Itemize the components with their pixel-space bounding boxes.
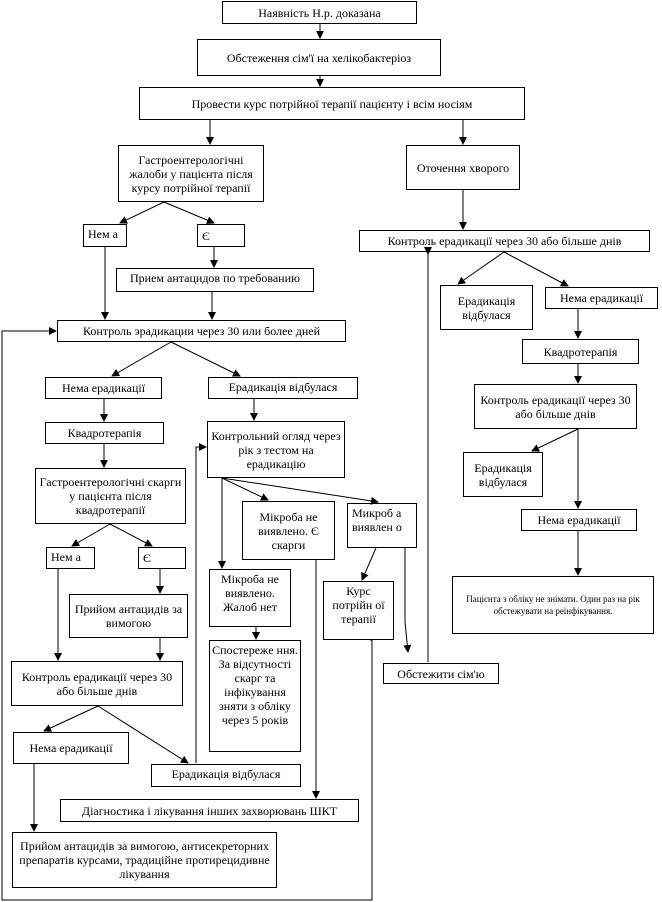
node-gi-complaints-after-triple: Гастроентерологічні жалоби у пацієнта пі… xyxy=(118,145,264,202)
node-no-eradication-right-2: Нема ерадикації xyxy=(521,509,637,531)
edge xyxy=(119,201,165,224)
node-maintenance-treatment: Прийом антацидів за вимогою, антисекрето… xyxy=(12,832,277,888)
node-eradication-done-mid: Ерадикація відбулася xyxy=(208,377,358,399)
node-no-eradication-left: Нема ерадикації xyxy=(45,377,162,399)
node-eradication-control-ru: Контроль эрадикации через 30 или более д… xyxy=(57,320,346,342)
edge xyxy=(43,705,99,732)
node-other-gi-diseases: Діагностика і лікування інших захворюван… xyxy=(60,799,359,822)
node-quadrotherapy-right: Квадротерапія xyxy=(522,339,639,364)
node-no-eradication-left-2: Нема ерадикації xyxy=(13,732,129,764)
edge xyxy=(163,201,215,224)
node-no-1: Нем а xyxy=(83,224,127,247)
node-yes-1: Є xyxy=(197,224,245,247)
node-microbe-found: Микроб а виявлен о xyxy=(347,503,417,548)
node-quadrotherapy-left: Квадротерапія xyxy=(45,422,164,444)
node-eradication-done-right: Ерадикація відбулася xyxy=(440,285,533,330)
node-examine-family: Обстежити сім'ю xyxy=(383,663,499,684)
edge xyxy=(403,548,412,653)
node-gi-complaints-after-quadro: Гастроентерологічні скарги у пацієнта пі… xyxy=(35,468,186,524)
node-no-microbe-complaints: Мікроба не виявлено. Є скарги xyxy=(242,501,335,560)
edge xyxy=(503,251,569,287)
edge xyxy=(361,547,377,581)
node-patient-surroundings: Оточення хворого xyxy=(406,145,520,190)
edge xyxy=(457,251,505,285)
node-yes-2: Є xyxy=(138,547,186,569)
edge xyxy=(531,428,579,452)
node-triple-therapy-course: Курс потрійн ої терапії xyxy=(323,581,394,640)
edge xyxy=(221,477,269,501)
edge xyxy=(221,477,379,505)
node-no-eradication-right: Нема ерадикації xyxy=(545,287,658,309)
node-eradication-done-left-2: Ерадикація відбулася xyxy=(151,764,301,787)
edge xyxy=(195,443,207,763)
node-triple-therapy-all: Провести курс потрійної терапії пацієнту… xyxy=(139,87,525,120)
node-no-2: Нем а xyxy=(46,547,95,569)
node-observation: Спостереже ння. За відсутності скарг та … xyxy=(209,640,301,752)
node-eradication-control-right: Контроль ерадикації через 30 або більше … xyxy=(359,230,650,252)
node-no-microbe-no-complaints: Мікроба не виявлено. Жалоб нет xyxy=(209,569,291,627)
edge xyxy=(109,523,153,547)
node-eradication-control-left-2: Контроль ерадикації через 30 або більше … xyxy=(11,661,183,706)
node-antacids-on-demand-ru: Прием антацидов по требованию xyxy=(116,268,314,292)
node-eradication-done-right-2: Ерадикація відбулася xyxy=(463,452,543,497)
node-family-screening: Обстеження сім'ї на хелікобактеріоз xyxy=(197,39,441,76)
edge xyxy=(71,523,111,547)
edge xyxy=(1,327,373,901)
node-hp-proven: Наявність Н.р. доказана xyxy=(222,1,417,24)
node-annual-checkup: Контрольний огляд через рік з тестом на … xyxy=(207,421,345,478)
node-eradication-control-right-2: Контроль ерадикації через 30 або більше … xyxy=(474,384,637,429)
edge xyxy=(111,341,172,377)
node-antacids-on-demand-1: Прийом антацидів за вимогою xyxy=(69,594,188,638)
edge xyxy=(170,341,241,377)
node-keep-registered: Пацієнта з обліку не знімати. Один раз н… xyxy=(452,576,654,634)
edge xyxy=(97,705,189,764)
